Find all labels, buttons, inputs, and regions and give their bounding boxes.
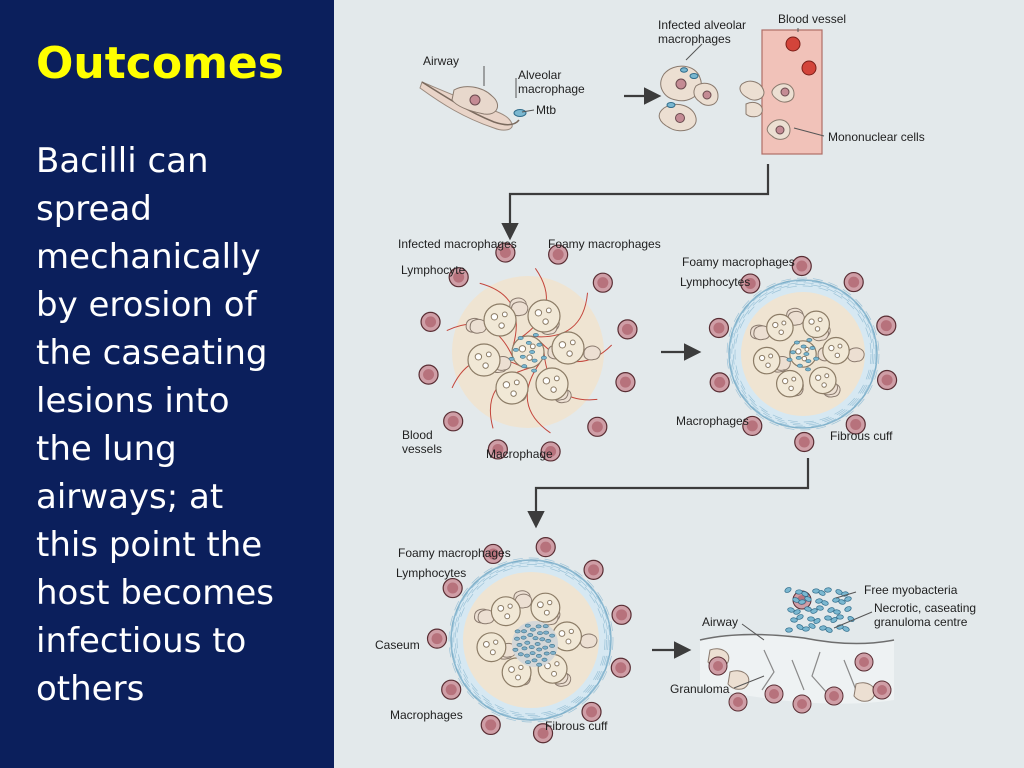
label-mononuclear-cells: Mononuclear cells — [828, 130, 925, 144]
stage1-mononuclear-cells — [739, 80, 765, 118]
label-foamy-macrophages-3: Foamy macrophages — [682, 255, 795, 269]
stage1-alveolar-macrophage — [451, 86, 499, 115]
label-line: vessels — [402, 442, 443, 456]
stage5-free-mycobacteria — [784, 587, 855, 633]
body-line: mechanically — [36, 237, 261, 277]
label-lymphocytes-4: Lymphocytes — [396, 566, 467, 580]
stage2-granuloma — [418, 242, 638, 462]
slide-body: Bacilli can spread mechanically by erosi… — [36, 137, 326, 713]
label-line: macrophages — [658, 32, 731, 46]
slide-title: Outcomes — [36, 38, 284, 89]
label-macrophages-3: Macrophages — [676, 414, 749, 428]
label-lymphocyte: Lymphocyte — [401, 263, 466, 277]
label-caseum: Caseum — [375, 638, 420, 652]
body-line: the lung — [36, 429, 177, 469]
label-infected-alveolar-macrophages: Infected alveolar macrophages — [658, 18, 746, 46]
body-line: Bacilli can — [36, 141, 209, 181]
label-line: granuloma centre — [874, 615, 968, 629]
body-line: spread — [36, 189, 152, 229]
left-panel: Outcomes Bacilli can spread mechanically… — [0, 0, 332, 768]
stage1-mtb — [513, 109, 527, 117]
body-line: infectious to — [36, 621, 247, 661]
label-necrotic-centre: Necrotic, caseating granuloma centre — [874, 601, 976, 629]
label-line: macrophage — [518, 82, 585, 96]
stage1-blood-vessel — [761, 29, 823, 155]
body-line: this point the — [36, 525, 263, 565]
label-line: Alveolar — [518, 68, 562, 82]
connector-2 — [527, 458, 810, 529]
diagram-panel: Airway Alveolar macrophage Mtb Infected … — [334, 0, 1024, 768]
label-granuloma: Granuloma — [670, 682, 730, 696]
label-foamy-macrophages-4: Foamy macrophages — [398, 546, 511, 560]
body-line: others — [36, 669, 145, 709]
stage1-infected-macrophages — [658, 65, 719, 132]
body-line: host becomes — [36, 573, 274, 613]
body-line: the caseating — [36, 333, 268, 373]
stage5-airway-granuloma — [699, 590, 895, 714]
label-line: Infected alveolar — [658, 18, 747, 32]
label-mtb: Mtb — [536, 103, 557, 117]
label-infected-macrophages: Infected macrophages — [398, 237, 517, 251]
label-foamy-macrophages-2: Foamy macrophages — [548, 237, 661, 251]
label-line: Necrotic, caseating — [874, 601, 977, 615]
label-lymphocytes-3: Lymphocytes — [680, 275, 751, 289]
body-line: by erosion of — [36, 285, 257, 325]
label-free-myobacteria: Free myobacteria — [864, 583, 958, 597]
body-line: airways; at — [36, 477, 224, 517]
label-macrophages-4: Macrophages — [390, 708, 463, 722]
connector-1 — [501, 164, 770, 241]
label-fibrous-cuff-4: Fibrous cuff — [545, 719, 608, 733]
tb-progression-diagram — [418, 28, 898, 744]
label-airway-5: Airway — [702, 615, 739, 629]
label-line: Blood — [402, 428, 433, 442]
panel-divider — [332, 0, 334, 768]
body-line: lesions into — [36, 381, 230, 421]
stage4-granuloma — [426, 537, 632, 744]
label-blood-vessels: Blood vessels — [402, 428, 442, 456]
label-blood-vessel: Blood vessel — [778, 12, 847, 26]
label-airway: Airway — [423, 54, 460, 68]
label-alveolar-macrophage: Alveolar macrophage — [518, 68, 585, 96]
label-fibrous-cuff-3: Fibrous cuff — [830, 429, 893, 443]
stage3-granuloma — [708, 255, 898, 453]
label-macrophage: Macrophage — [486, 447, 553, 461]
